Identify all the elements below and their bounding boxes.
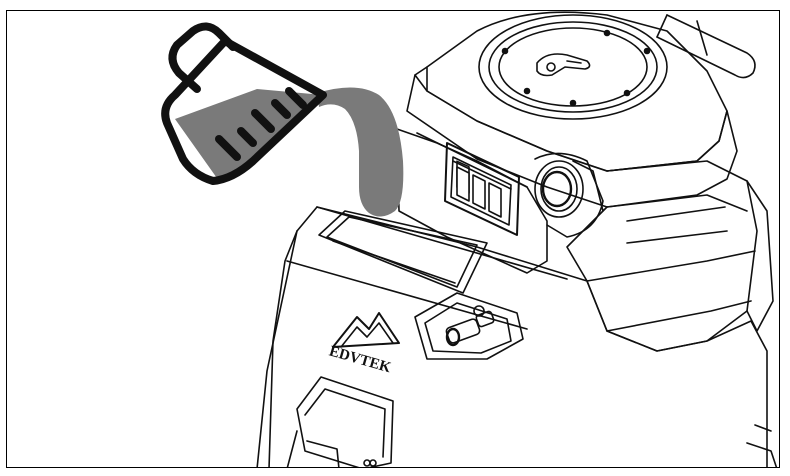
measuring-pitcher-icon — [161, 22, 327, 185]
machine-body: EDVTEK — [256, 11, 778, 467]
machine-illustration: EDVTEK — [161, 11, 778, 467]
brand-logo: EDVTEK — [327, 312, 400, 377]
brand-logo-text: EDVTEK — [327, 344, 393, 377]
water-stream — [317, 87, 404, 217]
illustration-frame: EDVTEK — [6, 10, 780, 468]
